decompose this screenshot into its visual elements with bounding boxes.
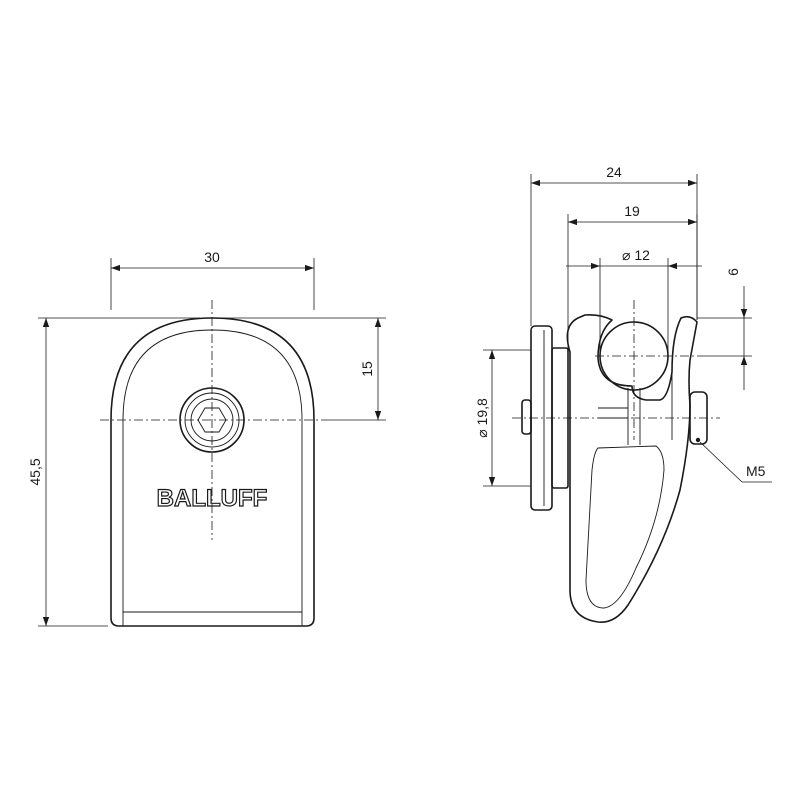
dimension-clip-width: 19 bbox=[567, 203, 698, 348]
clip-rib bbox=[598, 407, 628, 419]
dimension-ball-offset: 6 bbox=[697, 268, 752, 390]
clip-inner-slot bbox=[585, 445, 665, 609]
dimension-height: 45,5 bbox=[27, 317, 200, 627]
svg-text:M5: M5 bbox=[746, 463, 766, 479]
front-body-inner-outline bbox=[122, 329, 303, 613]
svg-text:6: 6 bbox=[725, 268, 741, 276]
svg-text:19: 19 bbox=[624, 203, 640, 219]
front-body-outline bbox=[110, 317, 315, 627]
svg-text:45,5: 45,5 bbox=[27, 458, 43, 485]
svg-text:15: 15 bbox=[359, 361, 375, 377]
side-view: 24 19 ⌀ 12 6 bbox=[474, 164, 772, 623]
dimension-width: 30 bbox=[110, 249, 315, 310]
svg-text:24: 24 bbox=[606, 164, 622, 180]
svg-text:⌀ 12: ⌀ 12 bbox=[622, 247, 650, 263]
dimension-hole-offset: 15 bbox=[220, 317, 386, 421]
clip-body-outline bbox=[566, 314, 698, 623]
dimension-ball-diameter: ⌀ 12 bbox=[566, 247, 702, 356]
screw-head-stub bbox=[521, 399, 532, 435]
svg-text:⌀ 19,8: ⌀ 19,8 bbox=[474, 398, 490, 438]
dimension-overall-width: 24 bbox=[530, 164, 698, 326]
clip-neck bbox=[627, 388, 641, 445]
dimension-flange-diameter: ⌀ 19,8 bbox=[474, 349, 531, 487]
svg-text:30: 30 bbox=[204, 249, 220, 265]
front-view: BALLUFF 30 45,5 15 bbox=[27, 249, 386, 627]
thread-callout: M5 bbox=[699, 441, 772, 483]
